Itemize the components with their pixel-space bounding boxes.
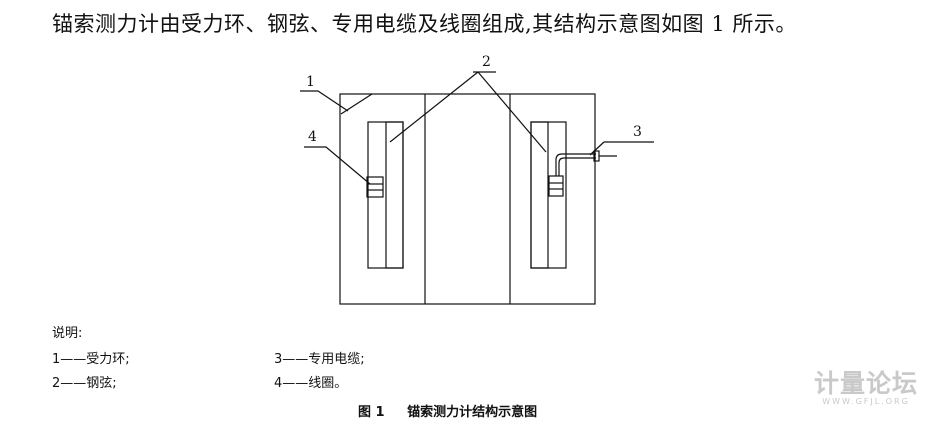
figure-number: 图 1 bbox=[358, 405, 385, 420]
watermark-name: 计量论坛 bbox=[814, 369, 919, 398]
label-1: 1 bbox=[306, 74, 315, 90]
left-slot-inner bbox=[385, 121, 404, 269]
label-3: 3 bbox=[633, 124, 642, 140]
legend-item-1: 1——受力环; bbox=[52, 352, 130, 367]
label-2: 2 bbox=[482, 54, 491, 70]
label-4: 4 bbox=[308, 129, 317, 145]
coil-right bbox=[548, 175, 564, 197]
leader-4 bbox=[304, 146, 371, 185]
legend-item-3: 3——专用电缆; bbox=[274, 352, 365, 367]
coil-left bbox=[366, 176, 384, 198]
leader-2a bbox=[389, 71, 479, 143]
leader-1 bbox=[300, 90, 349, 112]
force-ring-outline bbox=[339, 93, 596, 305]
cable bbox=[555, 153, 596, 176]
figure-title: 锚索测力计结构示意图 bbox=[407, 405, 538, 420]
right-slot-inner bbox=[530, 121, 549, 269]
figure-caption: 图 1 锚索测力计结构示意图 bbox=[358, 401, 537, 420]
corner-hatch bbox=[340, 93, 373, 115]
watermark-url: WWW.GFJL.ORG bbox=[822, 397, 910, 406]
legend-item-4: 4——线圈。 bbox=[274, 376, 348, 391]
watermark-logo: 计量论坛 WWW.GFJL.ORG bbox=[814, 370, 918, 407]
leader-2b bbox=[477, 71, 547, 153]
intro-paragraph: 锚索测力计由受力环、钢弦、专用电缆及线圈组成,其结构示意图如图 1 所示。 bbox=[52, 12, 797, 36]
legend-item-2: 2——钢弦; bbox=[52, 376, 117, 391]
legend-title: 说明: bbox=[52, 326, 83, 341]
